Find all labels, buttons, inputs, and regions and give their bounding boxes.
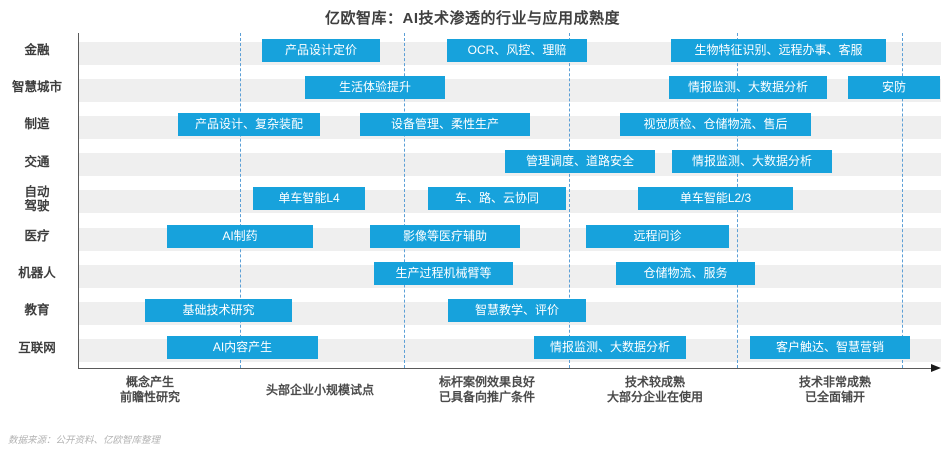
application-box: 生产过程机械臂等 bbox=[374, 261, 513, 285]
application-box: OCR、风控、理赔 bbox=[447, 38, 587, 62]
application-box: 影像等医疗辅助 bbox=[370, 224, 520, 248]
application-box: 情报监测、大数据分析 bbox=[669, 75, 827, 99]
application-box: 远程问诊 bbox=[586, 224, 729, 248]
application-box: 产品设计、复杂装配 bbox=[178, 112, 320, 136]
maturity-axis-line bbox=[78, 368, 934, 369]
application-box: AI制药 bbox=[167, 224, 313, 248]
application-box: 车、路、云协同 bbox=[428, 187, 566, 211]
application-box: 单车智能L2/3 bbox=[638, 187, 793, 211]
chart-title: 亿欧智库：AI技术渗透的行业与应用成熟度 bbox=[324, 10, 620, 27]
application-box: 生活体验提升 bbox=[305, 75, 445, 99]
stage-gridline bbox=[569, 33, 570, 368]
stage-gridline bbox=[902, 33, 903, 368]
application-box: 视觉质检、仓储物流、售后 bbox=[620, 112, 811, 136]
application-box: 管理调度、道路安全 bbox=[505, 150, 655, 174]
industry-axis-line bbox=[78, 33, 79, 368]
application-box: 设备管理、柔性生产 bbox=[360, 112, 530, 136]
application-box: 安防 bbox=[848, 75, 940, 99]
industry-label: 机器人 bbox=[18, 266, 56, 281]
application-box: 生物特征识别、远程办事、客服 bbox=[671, 38, 886, 62]
stage-gridline bbox=[404, 33, 405, 368]
stage-label: 技术较成熟 大部分企业在使用 bbox=[606, 375, 703, 404]
application-box: 客户触达、智慧营销 bbox=[750, 336, 910, 360]
application-box: 情报监测、大数据分析 bbox=[672, 150, 832, 174]
application-box: 智慧教学、评价 bbox=[448, 298, 586, 322]
industry-label: 医疗 bbox=[24, 229, 50, 243]
stage-label: 标杆案例效果良好 已具备向推广条件 bbox=[438, 375, 535, 404]
industry-label: 自动 驾驶 bbox=[24, 184, 50, 213]
industry-label: 交通 bbox=[24, 154, 50, 169]
industry-label: 智慧城市 bbox=[11, 80, 62, 95]
application-box: 基础技术研究 bbox=[145, 298, 292, 322]
application-box: 情报监测、大数据分析 bbox=[534, 336, 686, 360]
stage-label: 技术非常成熟 已全面铺开 bbox=[798, 375, 871, 404]
source-note: 数据来源：公开资料、亿欧智库整理 bbox=[8, 435, 161, 446]
industry-label: 互联网 bbox=[18, 340, 56, 355]
stage-gridline bbox=[240, 33, 241, 368]
industry-label: 金融 bbox=[24, 43, 50, 57]
application-box: 单车智能L4 bbox=[253, 187, 365, 211]
industry-label: 教育 bbox=[24, 303, 50, 318]
application-box: 仓储物流、服务 bbox=[616, 261, 755, 285]
stage-label: 头部企业小规模试点 bbox=[265, 382, 374, 397]
application-box: 产品设计定价 bbox=[262, 38, 380, 62]
stage-label: 概念产生 前瞻性研究 bbox=[119, 375, 180, 404]
axis-arrow-icon bbox=[931, 364, 941, 372]
application-box: AI内容产生 bbox=[167, 336, 318, 360]
industry-label: 制造 bbox=[24, 117, 50, 132]
